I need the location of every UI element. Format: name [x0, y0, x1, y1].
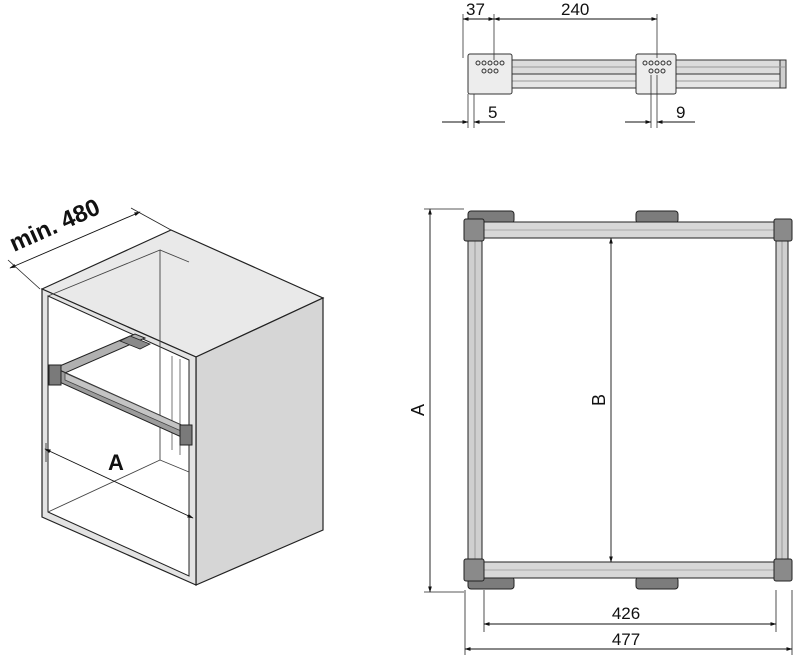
dim-37-label: 37: [466, 0, 485, 19]
left-bracket: [467, 53, 513, 95]
cabinet-width-label: A: [108, 450, 124, 475]
dim-240-label: 240: [561, 0, 589, 19]
cabinet-isometric: A min. 480: [5, 194, 325, 586]
frame-inner-label: B: [589, 394, 609, 406]
pullout-frame-rails: [48, 333, 193, 446]
hole-pattern-right: [642, 60, 672, 74]
inner-width-label: 426: [612, 604, 640, 623]
frame-top-view: A B 426 477: [408, 208, 793, 655]
outer-width-label: 477: [612, 630, 640, 649]
rail-side-view: 37 240 5 9: [442, 0, 787, 128]
right-bracket: [635, 53, 677, 95]
hole-pattern-left: [475, 60, 505, 74]
dim-9-label: 9: [676, 103, 685, 122]
dim-5-label: 5: [488, 103, 497, 122]
frame-height-label: A: [408, 404, 428, 416]
depth-label: min. 480: [5, 194, 104, 258]
